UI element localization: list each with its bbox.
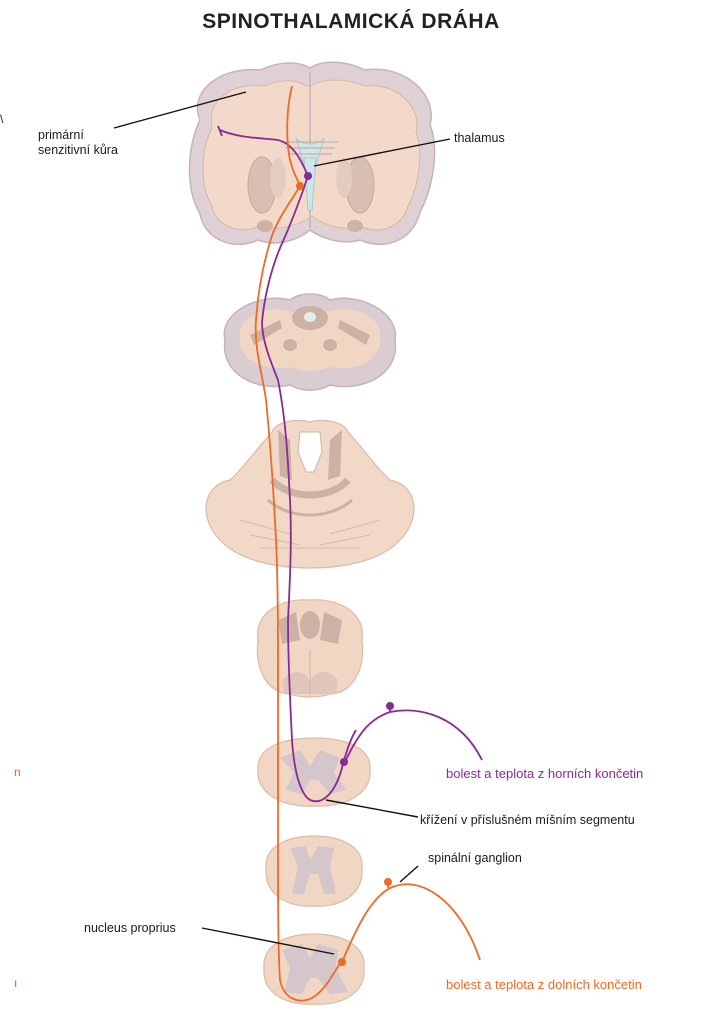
purple-dorsal-horn-synapse [340, 758, 348, 766]
thalamus-label: thalamus [454, 131, 505, 145]
edge-fragment-bottom-left: ı [14, 976, 17, 990]
cortex-label-line2: senzitivní kůra [38, 143, 118, 157]
pons-section [206, 420, 414, 568]
diagram-title: SPINOTHALAMICKÁ DRÁHA [0, 10, 702, 34]
spinal-cord-thoracic [266, 836, 362, 906]
medulla-section [257, 600, 362, 697]
orange-ganglion-dot [384, 878, 392, 886]
orange-thalamus-synapse [296, 182, 304, 190]
spinal-ganglion-label: spinální ganglion [428, 851, 522, 865]
purple-ganglion-dot [386, 702, 394, 710]
orange-dorsal-horn-synapse [338, 958, 346, 966]
brain-coronal-section [190, 62, 435, 244]
upper-limbs-label: bolest a teplota z horních končetin [446, 766, 643, 781]
edge-fragment-mid-left: n [14, 765, 21, 779]
midbrain-section [224, 294, 395, 390]
crossing-label: křížení v příslušném míšním segmentu [420, 813, 635, 827]
nucleus-proprius-label: nucleus proprius [84, 921, 176, 935]
thalamus-synapse [304, 172, 312, 180]
lower-limbs-label: bolest a teplota z dolních končetin [446, 977, 642, 992]
cortex-label-line1: primární [38, 128, 84, 142]
spinal-cord-cervical [258, 738, 370, 806]
edge-fragment-top-left: \ [0, 112, 3, 126]
